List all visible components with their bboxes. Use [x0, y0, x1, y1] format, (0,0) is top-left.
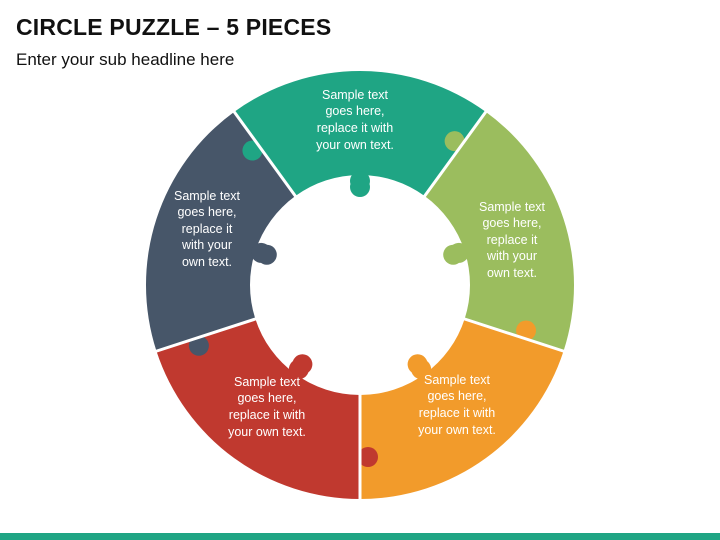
piece-text-line: replace it with: [228, 407, 306, 422]
piece-text-line: replace it: [486, 232, 538, 247]
piece-text-line: goes here,: [325, 104, 385, 119]
piece-text-line: your own text.: [228, 424, 306, 439]
piece-text-line: your own text.: [316, 137, 394, 152]
puzzle-connector-right: [444, 131, 465, 152]
piece-text-line: replace it: [181, 221, 233, 236]
piece-text-line: Sample text: [233, 374, 300, 389]
puzzle-piece-top: [234, 70, 486, 197]
piece-separator: [422, 109, 489, 199]
piece-text-line: own text.: [181, 254, 233, 269]
bottom-accent-bar: [0, 533, 720, 540]
piece-text-bottom-left: Sample text goes here,replace it with your…: [212, 374, 322, 440]
piece-text-line: Sample text: [423, 372, 490, 387]
puzzle-inner-tab-right: [443, 244, 464, 265]
slide-subtitle: Enter your sub headline here: [16, 50, 235, 69]
puzzle-inner-tab-bottom-left: [292, 354, 313, 375]
piece-text-left: Sample text goes here,replace it with your…: [152, 188, 262, 271]
piece-text-line: Sample text: [321, 87, 388, 102]
puzzle-connector-bottom-right: [516, 320, 537, 341]
puzzle-piece-right: [424, 111, 575, 352]
puzzle-inner-tab-left: [256, 244, 277, 265]
slide-title: CIRCLE PUZZLE – 5 PIECES: [16, 14, 332, 40]
piece-text-line: goes here,: [177, 205, 237, 220]
piece-text-line: own text.: [486, 265, 538, 280]
piece-text-line: with your: [181, 238, 233, 253]
piece-text-line: goes here,: [237, 391, 297, 406]
puzzle-inner-tab-top: [350, 177, 370, 197]
piece-separator: [154, 316, 258, 354]
puzzle-connector-bottom-left: [358, 447, 378, 467]
piece-text-top: Sample text goes here,replace it with your…: [300, 87, 410, 153]
puzzle-piece-bottom-left: [156, 318, 360, 499]
piece-text-line: goes here,: [482, 216, 542, 231]
puzzle-connector-left: [188, 335, 209, 356]
center-hole: [264, 189, 456, 381]
piece-text-line: Sample text: [173, 188, 240, 203]
puzzle-connector-top: [242, 140, 263, 161]
piece-text-line: replace it with: [316, 120, 394, 135]
piece-text-bottom-right: Sample text goes here,replace it with your…: [402, 372, 512, 438]
piece-text-line: your own text.: [418, 422, 496, 437]
piece-text-right: Sample text goes here,replace it with your…: [457, 199, 567, 282]
piece-separator: [462, 316, 566, 354]
piece-text-line: Sample text: [478, 199, 545, 214]
piece-text-line: replace it with: [418, 405, 496, 420]
puzzle-piece-bottom-right: [360, 318, 564, 499]
piece-separator: [231, 109, 298, 199]
piece-text-line: with your: [486, 249, 538, 264]
puzzle-inner-tab-bottom-right: [407, 354, 428, 375]
puzzle-piece-left: [145, 111, 296, 352]
piece-text-line: goes here,: [427, 389, 487, 404]
